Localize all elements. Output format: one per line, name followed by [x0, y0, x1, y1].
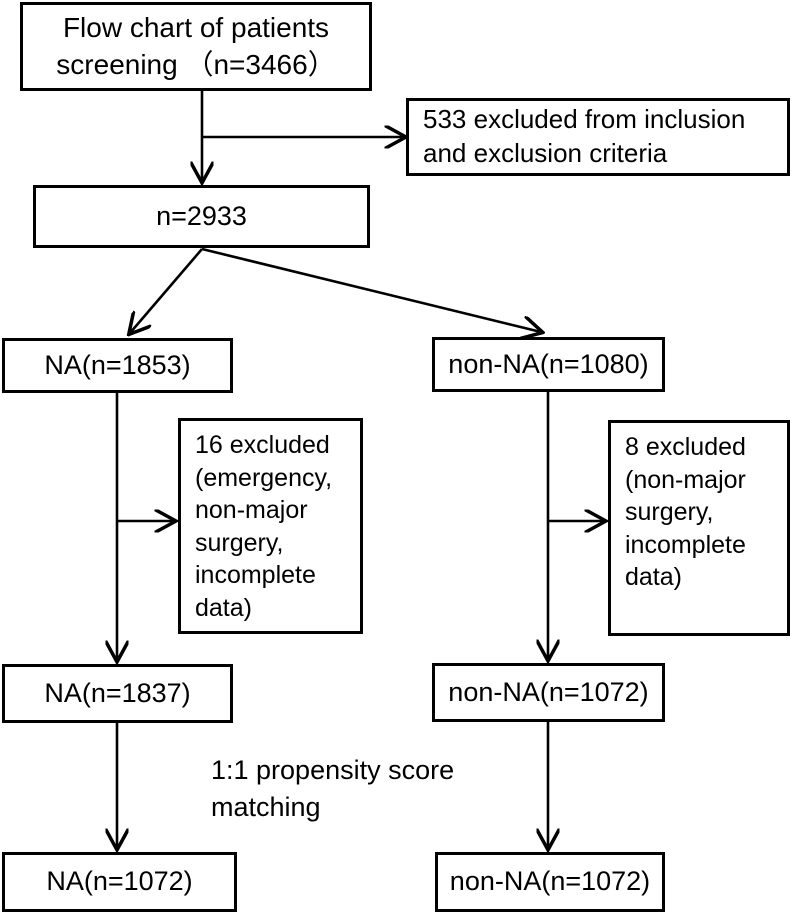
- node-excluded-initial-label: 533 excluded from inclusion and exclusio…: [423, 104, 746, 168]
- node-na-group: NA(n=1853): [2, 338, 233, 393]
- node-excluded-initial: 533 excluded from inclusion and exclusio…: [406, 98, 790, 176]
- node-title-box: Flow chart of patients screening （n=3466…: [20, 2, 372, 91]
- node-na-matched-label: NA(n=1072): [46, 866, 193, 897]
- node-na-matched: NA(n=1072): [2, 852, 237, 912]
- edge-included-to-non-na: [201, 247, 541, 332]
- edge-included-to-na: [130, 248, 203, 333]
- node-na-excluded: 16 excluded (emergency, non-major surger…: [178, 418, 363, 634]
- node-non-na-group-label: non-NA(n=1080): [448, 348, 649, 379]
- node-na-excluded-label: 16 excluded (emergency, non-major surger…: [195, 431, 333, 622]
- node-na-after-exclusion: NA(n=1837): [2, 664, 233, 723]
- node-non-na-matched-label: non-NA(n=1072): [449, 866, 651, 897]
- node-non-na-excluded: 8 excluded (non-major surgery, incomplet…: [608, 420, 790, 636]
- node-non-na-after-exclusion: non-NA(n=1072): [432, 663, 665, 722]
- node-na-after-exclusion-label: NA(n=1837): [44, 677, 191, 708]
- node-total-included-label: n=2933: [156, 200, 247, 231]
- node-title-box-label: Flow chart of patients screening （n=3466…: [56, 12, 336, 80]
- node-non-na-group: non-NA(n=1080): [432, 337, 665, 392]
- node-non-na-after-exclusion-label: non-NA(n=1072): [448, 676, 649, 707]
- annotation-matching-label: 1:1 propensity score matching: [211, 755, 455, 823]
- node-non-na-matched: non-NA(n=1072): [435, 852, 665, 912]
- node-total-included: n=2933: [33, 185, 370, 248]
- node-na-group-label: NA(n=1853): [44, 349, 191, 380]
- node-non-na-excluded-label: 8 excluded (non-major surgery, incomplet…: [625, 433, 746, 591]
